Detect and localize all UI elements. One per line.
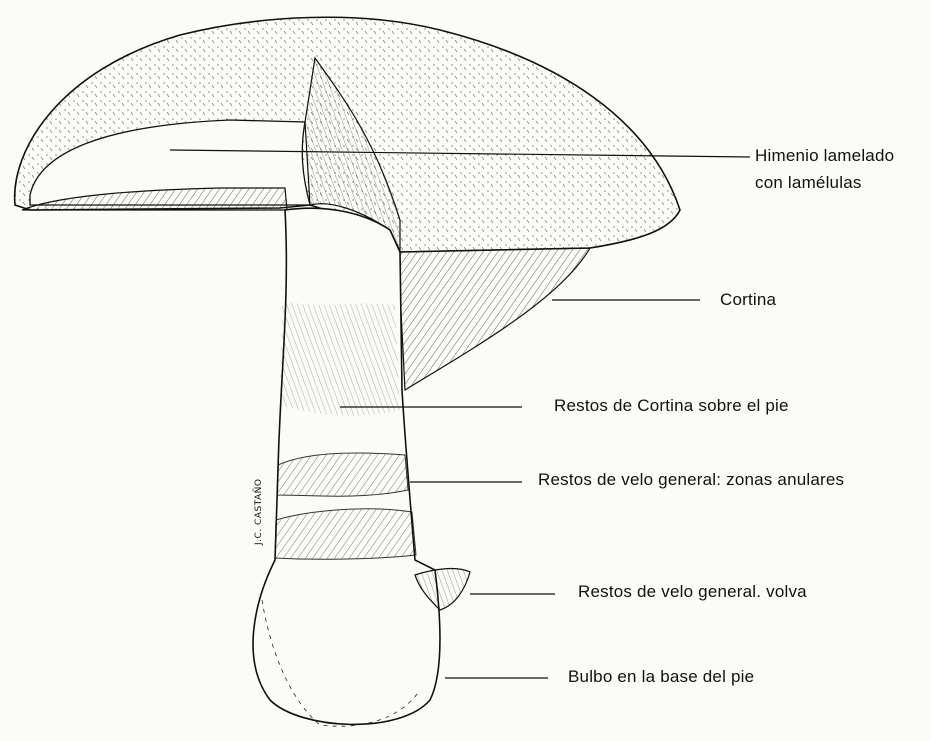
label-velo-anulares: Restos de velo general: zonas anulares <box>538 470 844 490</box>
stem-fibres <box>280 300 400 415</box>
annular-zone-lower <box>275 509 416 560</box>
cortina-veil <box>398 248 590 390</box>
label-himenio-line1: Himenio lamelado <box>755 146 894 166</box>
label-restos-cortina: Restos de Cortina sobre el pie <box>554 396 789 416</box>
annular-zone-upper <box>277 453 408 496</box>
label-cortina: Cortina <box>720 290 776 310</box>
label-bulbo: Bulbo en la base del pie <box>568 667 754 687</box>
label-velo-volva: Restos de velo general. volva <box>578 582 807 602</box>
label-himenio-line2: con lamélulas <box>755 173 862 193</box>
artist-signature: J.C. CASTAÑO <box>254 479 264 545</box>
